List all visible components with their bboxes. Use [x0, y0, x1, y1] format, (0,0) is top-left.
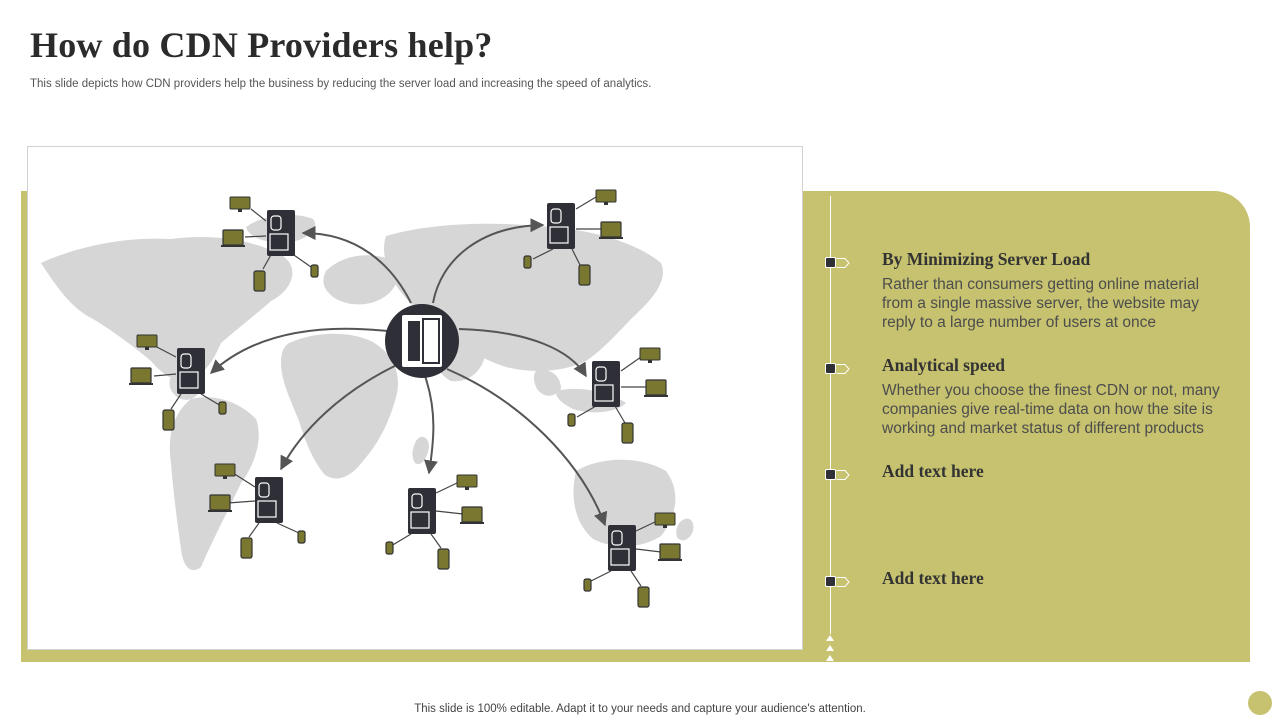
central-server-panel	[408, 321, 420, 361]
edge-server-icon	[267, 210, 295, 256]
phone-icon	[637, 586, 650, 608]
bullet-tag-icon	[836, 364, 850, 374]
laptop-icon	[129, 367, 153, 385]
slide-subtitle: This slide depicts how CDN providers hel…	[30, 78, 652, 90]
phone-icon	[218, 401, 227, 415]
timeline-arrow-icon	[826, 655, 834, 661]
point-body: Rather than consumers getting online mat…	[882, 276, 1200, 331]
laptop-icon	[658, 543, 682, 561]
phone-icon	[578, 264, 591, 286]
monitor-icon	[136, 334, 158, 350]
phone-icon	[523, 255, 532, 269]
edge-server-icon	[177, 348, 205, 394]
edge-server-icon	[408, 488, 436, 534]
cdn-connection-arrows	[209, 218, 608, 527]
bullet-tag-icon	[836, 470, 850, 480]
client-devices	[129, 189, 682, 608]
phone-icon	[297, 530, 306, 544]
bullet-tag-icon	[836, 577, 850, 587]
laptop-icon	[599, 221, 623, 239]
laptop-icon	[208, 494, 232, 512]
timeline-arrow-icon	[826, 645, 834, 651]
monitor-icon	[639, 347, 661, 363]
point-body: Whether you choose the finest CDN or not…	[882, 382, 1220, 437]
phone-icon	[240, 537, 253, 559]
phone-icon	[310, 264, 319, 278]
edge-servers	[177, 203, 636, 571]
slide-footer: This slide is 100% editable. Adapt it to…	[414, 703, 866, 715]
bullet-square	[825, 363, 836, 374]
slide-title: How do CDN Providers help?	[30, 25, 493, 65]
laptop-icon	[644, 379, 668, 397]
bullet-square	[825, 469, 836, 480]
point-heading: Analytical speed	[882, 355, 1005, 375]
monitor-icon	[456, 474, 478, 490]
bullet-tag-icon	[836, 258, 850, 268]
point-item: Analytical speed Whether you choose the …	[882, 355, 1232, 438]
point-item: Add text here	[882, 568, 1232, 594]
bullet-marker-icon	[825, 363, 851, 375]
laptop-icon	[221, 229, 245, 247]
cdn-world-map	[27, 146, 803, 650]
bullet-marker-icon	[825, 257, 851, 269]
bullet-square	[825, 576, 836, 587]
point-heading: Add text here	[882, 568, 984, 588]
monitor-icon	[654, 512, 676, 528]
phone-icon	[621, 422, 634, 444]
phone-icon	[162, 409, 175, 431]
central-server-door	[422, 318, 440, 364]
edge-server-icon	[592, 361, 620, 407]
monitor-icon	[229, 196, 251, 212]
timeline-line	[830, 196, 831, 634]
bullet-marker-icon	[825, 576, 851, 588]
laptop-icon	[460, 506, 484, 524]
point-heading: By Minimizing Server Load	[882, 249, 1091, 269]
point-item: By Minimizing Server Load Rather than co…	[882, 249, 1232, 332]
edge-server-icon	[547, 203, 575, 249]
phone-icon	[253, 270, 266, 292]
corner-dot	[1248, 691, 1272, 715]
device-links	[152, 196, 662, 587]
phone-icon	[437, 548, 450, 570]
phone-icon	[583, 578, 592, 592]
edge-server-icon	[255, 477, 283, 523]
point-item: Add text here	[882, 461, 1232, 487]
monitor-icon	[595, 189, 617, 205]
bullet-square	[825, 257, 836, 268]
timeline-arrow-icon	[826, 635, 834, 641]
monitor-icon	[214, 463, 236, 479]
central-server	[385, 304, 459, 378]
phone-icon	[567, 413, 576, 427]
bullet-marker-icon	[825, 469, 851, 481]
point-heading: Add text here	[882, 461, 984, 481]
edge-server-icon	[608, 525, 636, 571]
phone-icon	[385, 541, 394, 555]
